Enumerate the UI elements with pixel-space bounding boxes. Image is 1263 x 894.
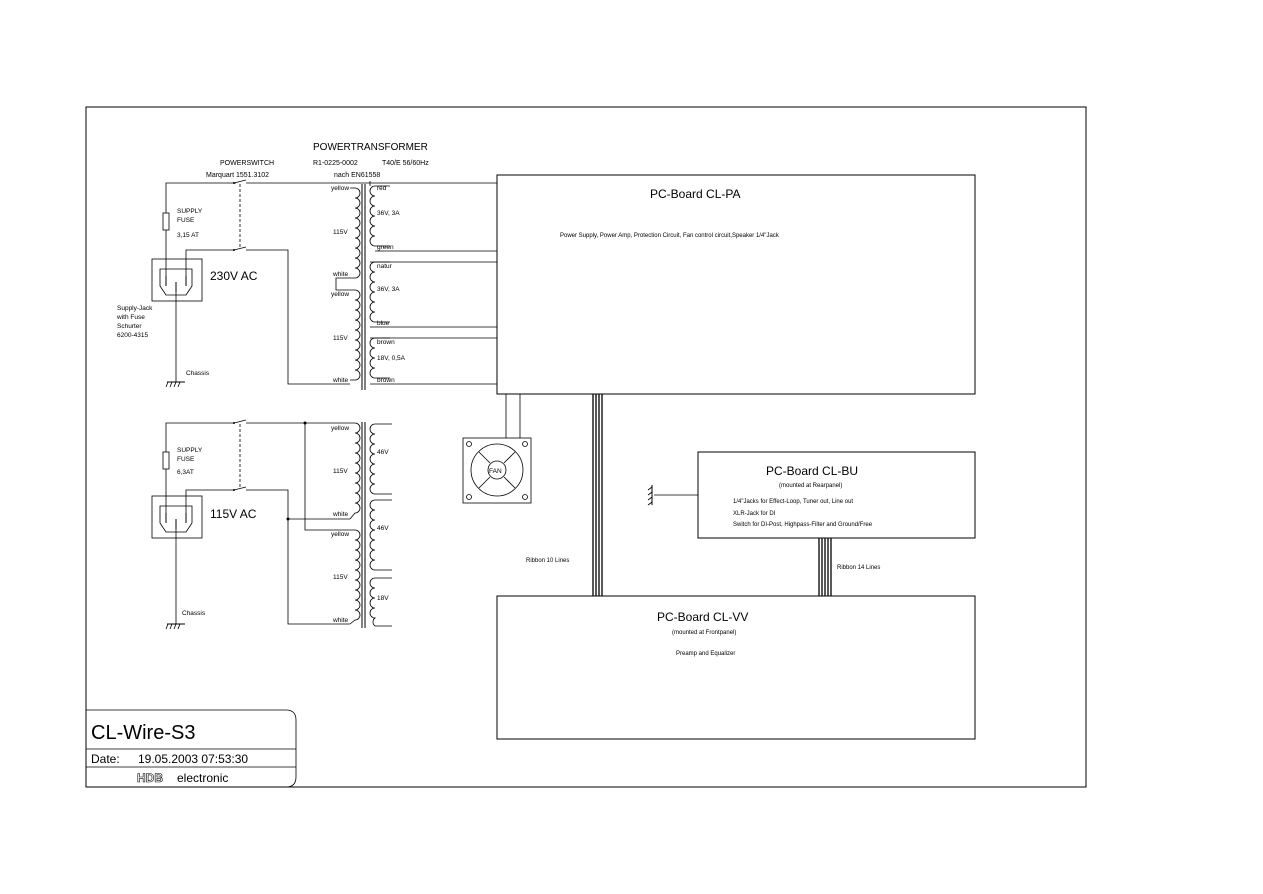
transformer-rating: T40/E 56/60Hz xyxy=(382,160,429,167)
ribbon-10-lines xyxy=(592,394,603,596)
top-primary-0: yellow xyxy=(331,185,349,192)
top-primary-4: 115V xyxy=(333,335,348,342)
voltage-115: 115V AC xyxy=(210,507,257,521)
board-pa-title: PC-Board CL-PA xyxy=(650,187,740,201)
fan-label: FAN xyxy=(489,468,502,475)
bottom-primary-0: yellow xyxy=(331,425,349,432)
fuse-230-value: 3,15 AT xyxy=(177,232,199,239)
switch-part: Marquart 1551.3102 xyxy=(206,172,269,179)
board-vv xyxy=(496,595,976,740)
top-secondary-1: 36V, 3A xyxy=(377,210,400,217)
transformer-title: POWERTRANSFORMER xyxy=(313,142,428,153)
chassis-115-label: Chassis xyxy=(182,610,206,617)
board-vv-subtitle: (mounted at Frontpanel) xyxy=(672,630,736,636)
fuse-115-value: 6,3AT xyxy=(177,469,194,476)
board-vv-description: Preamp and Equalizer xyxy=(676,651,735,657)
company-name: electronic xyxy=(177,771,228,785)
drawing-frame xyxy=(85,106,1087,788)
bottom-primary-1: 115V xyxy=(333,468,348,475)
board-vv-title: PC-Board CL-VV xyxy=(657,610,748,624)
top-secondary-8: brown xyxy=(377,377,395,384)
top-primary-3: yellow xyxy=(331,291,349,298)
transformer-part: R1-0225-0002 xyxy=(313,160,358,167)
top-secondary-2: green xyxy=(377,244,394,251)
board-pa-description: Power Supply, Power Amp, Protection Circ… xyxy=(560,233,780,239)
supply-jack-230 xyxy=(151,258,203,302)
date-value: 19.05.2003 07:53:30 xyxy=(138,752,248,766)
voltage-230: 230V AC xyxy=(210,269,258,283)
supply-jack-115 xyxy=(151,495,203,539)
top-secondary-6: brown xyxy=(377,339,395,346)
bottom-secondary-1: 46V xyxy=(377,525,389,532)
jack-line-1: Supply-Jack xyxy=(117,305,153,312)
fuse-115-label-2: FUSE xyxy=(177,456,195,463)
fuse-115-label-1: SUPPLY xyxy=(177,447,203,454)
date-label: Date: xyxy=(91,752,120,766)
bottom-secondary-0: 46V xyxy=(377,449,389,456)
bottom-primary-2: white xyxy=(332,511,349,518)
switch-title: POWERSWITCH xyxy=(220,160,274,167)
fuse-230-label-2: FUSE xyxy=(177,217,195,224)
top-primary-5: white xyxy=(332,377,349,384)
drawing-title: CL-Wire-S3 xyxy=(91,722,195,744)
ribbon-left-label: Ribbon 10 Lines xyxy=(526,558,569,564)
top-primary-2: white xyxy=(332,271,349,278)
board-bu-line-2: XLR-Jack for DI xyxy=(733,511,776,517)
ribbon-14-lines xyxy=(818,538,832,596)
board-pa xyxy=(496,174,976,395)
top-secondary-4: 36V, 3A xyxy=(377,286,400,293)
supply-230-section xyxy=(151,179,497,388)
bottom-primary-4: 115V xyxy=(333,574,348,581)
top-secondary-5: blue xyxy=(377,320,390,327)
fan xyxy=(462,394,532,504)
title-block xyxy=(86,709,297,788)
top-primary-1: 115V xyxy=(333,229,348,236)
jack-line-2: with Fuse xyxy=(116,314,145,321)
fuse-230 xyxy=(162,212,170,231)
fuse-115 xyxy=(162,451,170,470)
chassis-230-label: Chassis xyxy=(186,370,210,377)
board-bu-line-1: 1/4"Jacks for Effect-Loop, Tuner out, Li… xyxy=(733,499,853,505)
board-bu-title: PC-Board CL-BU xyxy=(766,464,858,478)
board-bu-subtitle: (mounted at Rearpanel) xyxy=(779,483,842,489)
supply-115-section xyxy=(151,419,350,630)
board-bu-line-3: Switch for DI-Post, Highpass-Filter and … xyxy=(733,522,873,528)
transformer-standard: nach EN61558 xyxy=(334,172,380,179)
company-logo: HDB xyxy=(137,771,163,785)
bottom-primary-5: white xyxy=(332,617,349,624)
bottom-primary-3: yellow xyxy=(331,531,349,538)
bottom-secondary-2: 18V xyxy=(377,595,389,602)
top-secondary-0: red xyxy=(377,185,387,192)
jack-line-3: Schurter xyxy=(117,323,142,330)
fuse-230-label-1: SUPPLY xyxy=(177,208,203,215)
top-secondary-7: 18V, 0,5A xyxy=(377,355,406,362)
ribbon-right-label: Ribbon 14 Lines xyxy=(837,565,880,571)
top-secondary-3: natur xyxy=(377,263,393,270)
jack-line-4: 6200-4315 xyxy=(117,332,148,339)
